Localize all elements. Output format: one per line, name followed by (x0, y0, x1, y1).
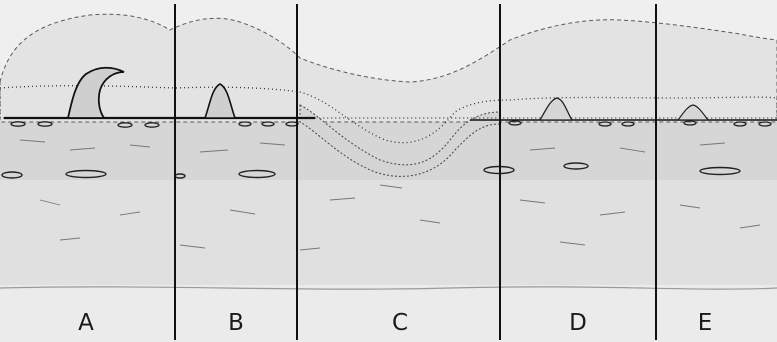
lower-tissue-band (0, 180, 777, 285)
panel-label-b: B (228, 310, 244, 336)
panel-label-a: A (78, 310, 94, 336)
overlying-layer (0, 14, 777, 122)
panel-label-e: E (698, 310, 713, 336)
panel-label-d: D (569, 310, 587, 336)
bottom-margin (0, 285, 777, 342)
panel-label-c: C (392, 310, 408, 336)
